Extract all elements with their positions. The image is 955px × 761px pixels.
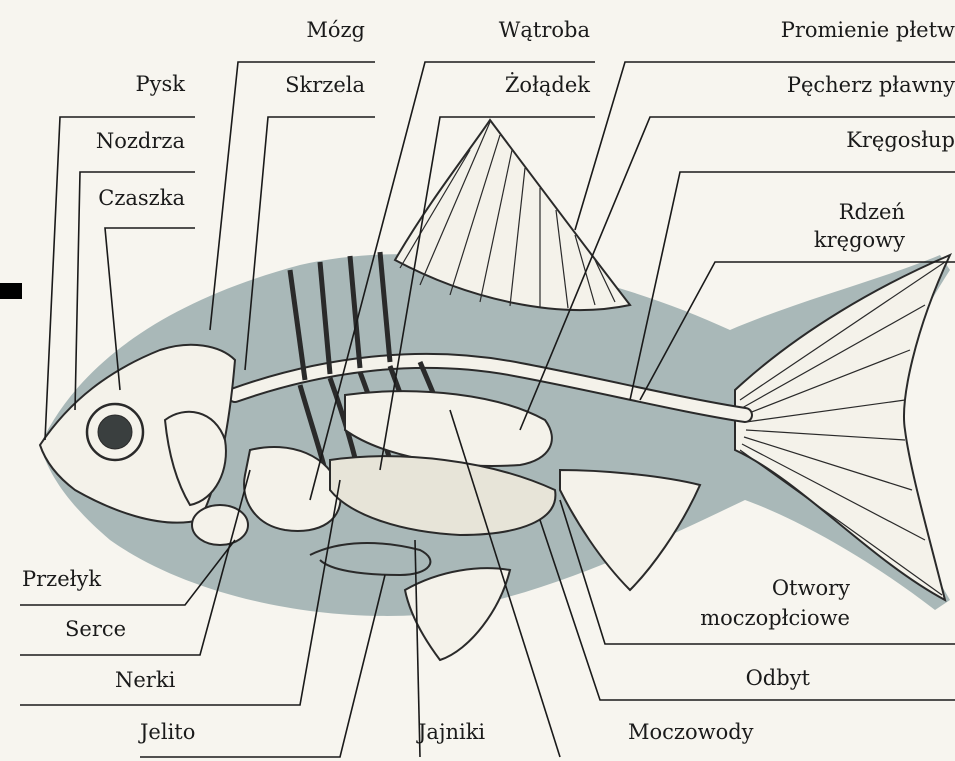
label-rdzen-line2: kręgowy: [750, 228, 905, 252]
label-skrzela: Skrzela: [260, 73, 365, 97]
label-rdzen-line1: Rdzeń: [750, 200, 905, 224]
label-pecherz-plawny: Pęcherz pławny: [700, 73, 955, 97]
label-nozdrza: Nozdrza: [60, 129, 185, 153]
label-promienie-pletw: Promienie płetw: [700, 18, 955, 42]
label-kregoslup: Kręgosłup: [750, 128, 955, 152]
label-watroba: Wątroba: [450, 18, 590, 42]
label-mozg: Mózg: [260, 18, 365, 42]
label-moczowody: Moczowody: [628, 720, 754, 744]
label-pysk: Pysk: [90, 72, 185, 96]
label-przelyk: Przełyk: [22, 567, 101, 591]
label-nerki: Nerki: [115, 668, 175, 692]
left-edge-mark: [0, 283, 22, 299]
pelvic-fin: [405, 568, 510, 660]
label-zoladek: Żołądek: [450, 73, 590, 97]
label-jajniki: Jajniki: [418, 720, 485, 744]
label-otwory-line2: moczopłciowe: [630, 606, 850, 630]
label-serce: Serce: [65, 617, 126, 641]
label-czaszka: Czaszka: [60, 186, 185, 210]
label-otwory-line1: Otwory: [680, 576, 850, 600]
label-odbyt: Odbyt: [680, 666, 810, 690]
label-jelito: Jelito: [140, 720, 195, 744]
